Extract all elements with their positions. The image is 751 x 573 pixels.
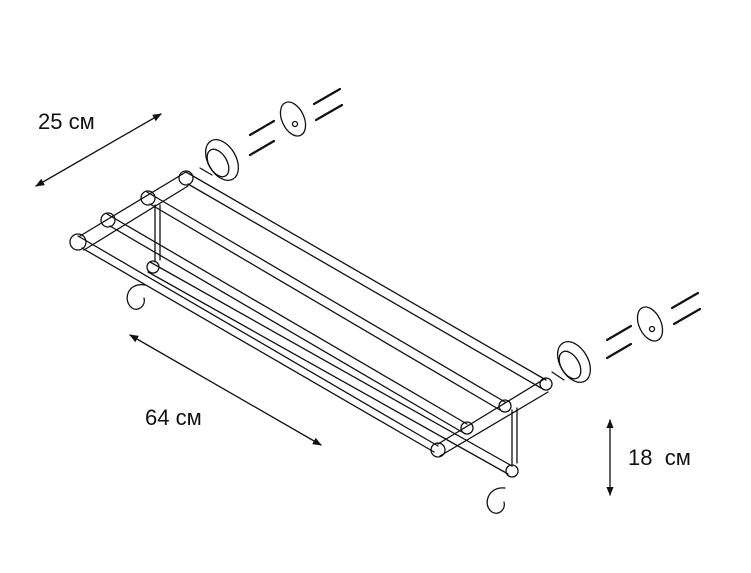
lower-rail [146, 204, 519, 478]
width-label: 64 см [145, 405, 202, 430]
right-wall-mount [551, 341, 592, 383]
right-screws [605, 291, 702, 360]
left-mounting-plate [279, 101, 307, 137]
depth-label: 25 см [38, 109, 95, 134]
right-mounting-plate [636, 306, 664, 342]
left-screws [248, 87, 344, 157]
left-wall-mount [199, 139, 240, 181]
depth-dimension-arrow [35, 113, 162, 187]
left-hook [126, 284, 146, 310]
right-hook [486, 487, 506, 514]
width-dimension-arrow [129, 334, 322, 446]
top-rails [69, 170, 553, 458]
height-label: 18 см [628, 445, 691, 470]
